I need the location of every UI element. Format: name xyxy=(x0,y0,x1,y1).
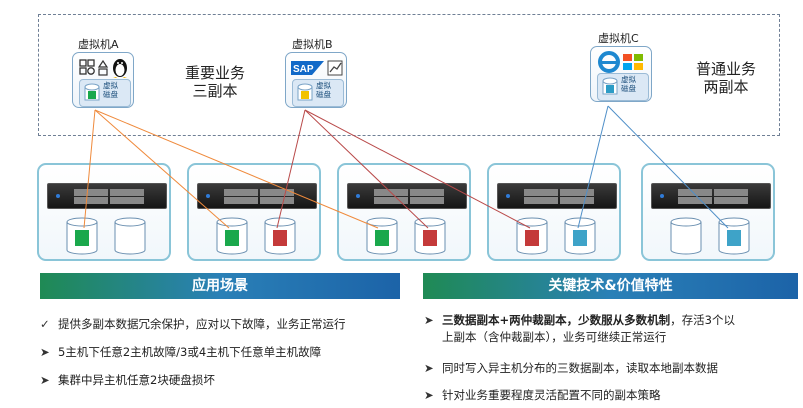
right-bullet-1-rest: ，存活3个以 xyxy=(670,313,735,327)
vm-a-disk-icon xyxy=(84,83,100,101)
left-bullet-3: ➤ 集群中异主机任意2块硬盘损坏 xyxy=(40,372,410,389)
right-bullet-2-text: 同时写入异主机分布的三数据副本，读取本地副本数据 xyxy=(442,361,718,375)
vm-c-card: 虚拟磁盘 xyxy=(590,46,652,102)
important-business-text: 重要业务 三副本 xyxy=(184,64,245,100)
vm-a-disk-label: 虚拟磁盘 xyxy=(103,81,118,99)
server-1-disk-2 xyxy=(114,217,146,255)
normal-business-text: 普通业务 两副本 xyxy=(695,60,756,96)
vm-c-disk-label: 虚拟磁盘 xyxy=(621,75,636,93)
right-bullet-2: ➤ 同时写入异主机分布的三数据副本，读取本地副本数据 xyxy=(424,360,800,377)
sap-chart-icon: SAP xyxy=(291,60,343,76)
server-4-disk-1 xyxy=(516,217,548,255)
server-1-disk-1 xyxy=(66,217,98,255)
left-bullet-3-text: 集群中异主机任意2块硬盘损坏 xyxy=(58,373,215,387)
server-3-disk-2 xyxy=(414,217,446,255)
arrow-bullet-icon: ➤ xyxy=(424,361,434,375)
arrow-bullet-icon: ➤ xyxy=(40,373,50,387)
vm-a-label: 虚拟机A xyxy=(78,38,119,51)
arrow-bullet-icon: ➤ xyxy=(424,388,434,402)
vm-b-disk-icon xyxy=(297,83,313,101)
right-bullet-1: ➤ 三数据副本+两仲裁副本，少数服从多数机制，存活3个以 上副本（含仲裁副本），业… xyxy=(424,312,800,346)
server-2-disk-1 xyxy=(216,217,248,255)
server-2-disk-2 xyxy=(264,217,296,255)
vm-c-disk-icon xyxy=(602,77,618,95)
check-icon: ✓ xyxy=(40,317,50,331)
server-5-disk-2 xyxy=(718,217,750,255)
browser-windows-icon xyxy=(598,51,643,73)
left-panel-title: 应用场景 xyxy=(40,273,400,299)
vm-b-disk-label: 虚拟磁盘 xyxy=(316,81,331,99)
vm-c-label: 虚拟机C xyxy=(598,32,639,45)
left-bullet-2: ➤ 5主机下任意2主机故障/3或4主机下任意单主机故障 xyxy=(40,344,410,361)
right-bullet-1-bold: 三数据副本+两仲裁副本，少数服从多数机制 xyxy=(442,313,671,327)
app-grid-and-linux-penguin-icon xyxy=(79,59,127,78)
sap-logo-text: SAP xyxy=(293,64,314,75)
right-bullet-1-line2: 上副本（含仲裁副本），业务可继续正常运行 xyxy=(442,330,667,344)
right-bullet-3-text: 针对业务重要程度灵活配置不同的副本策略 xyxy=(442,388,661,402)
left-bullet-1: ✓ 提供多副本数据冗余保护，应对以下故障，业务正常运行 xyxy=(40,316,410,333)
vm-b-card: SAP 虚拟磁盘 xyxy=(285,52,347,108)
left-bullet-2-text: 5主机下任意2主机故障/3或4主机下任意单主机故障 xyxy=(58,345,322,359)
server-5-disk-1 xyxy=(670,217,702,255)
arrow-bullet-icon: ➤ xyxy=(40,345,50,359)
vm-a-card: 虚拟磁盘 xyxy=(72,52,134,108)
server-4-disk-2 xyxy=(564,217,596,255)
server-3-disk-1 xyxy=(366,217,398,255)
right-bullet-3: ➤ 针对业务重要程度灵活配置不同的副本策略 xyxy=(424,387,800,404)
right-panel-title: 关键技术&价值特性 xyxy=(423,273,798,299)
left-bullet-1-text: 提供多副本数据冗余保护，应对以下故障，业务正常运行 xyxy=(58,317,346,331)
arrow-bullet-icon: ➤ xyxy=(424,313,434,327)
vm-b-label: 虚拟机B xyxy=(292,38,333,51)
